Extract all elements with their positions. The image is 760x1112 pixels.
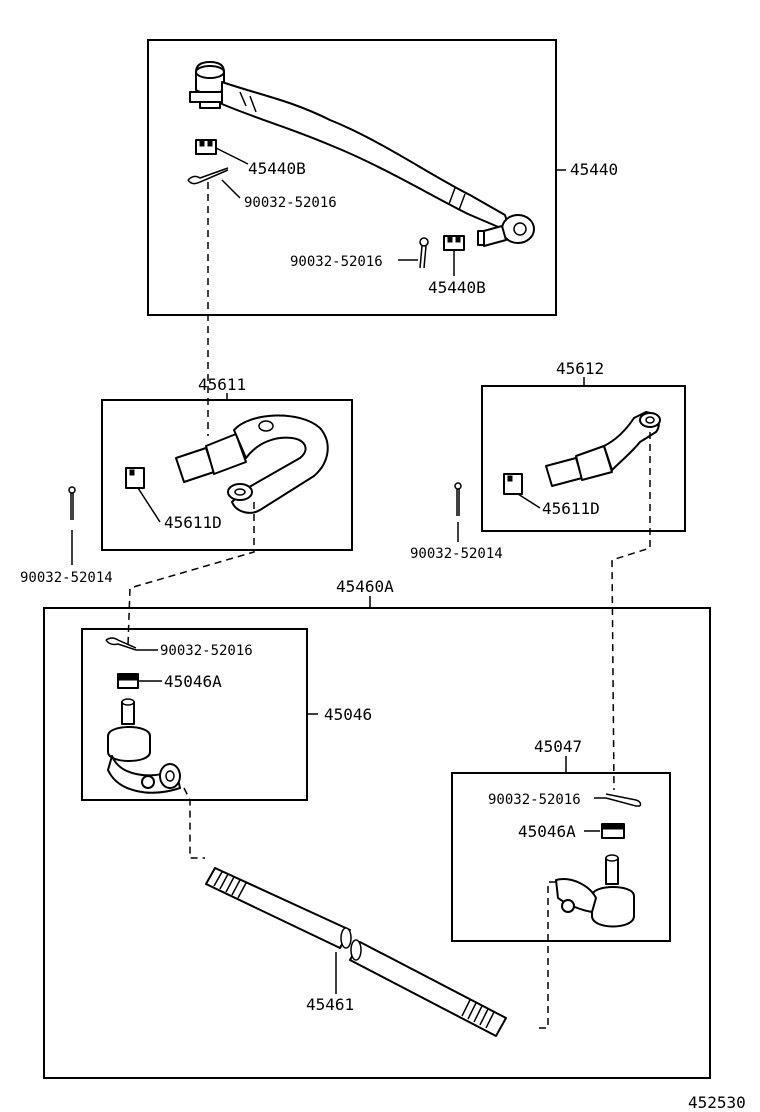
knuckle-arm-right-part xyxy=(545,411,661,487)
label-cotter-tie-rod-left: 90032-52016 xyxy=(160,643,253,659)
drag-link-box xyxy=(147,39,557,316)
label-45046: 45046 xyxy=(324,705,372,724)
tie-rod-tube-left xyxy=(205,867,352,949)
label-cotter-right-mid: 90032-52014 xyxy=(410,546,503,562)
figure-number: 452530 xyxy=(688,1093,746,1112)
castle-nut-top-right xyxy=(443,235,465,251)
label-45047: 45047 xyxy=(534,737,582,756)
cotter-pin-tie-rod-left xyxy=(105,637,137,651)
tie-rod-assy-box xyxy=(43,607,711,1079)
tie-rod-tube-right xyxy=(349,939,507,1037)
label-45611: 45611 xyxy=(198,375,246,394)
label-45046a-left: 45046A xyxy=(164,672,222,691)
castle-nut-tie-rod-right xyxy=(601,823,625,839)
label-45440: 45440 xyxy=(570,160,618,179)
label-cotter-left-mid: 90032-52014 xyxy=(20,570,113,586)
cotter-pin-top-left xyxy=(187,167,229,185)
label-cotter-tie-rod-right: 90032-52016 xyxy=(488,792,581,808)
knuckle-arm-left-part xyxy=(175,414,329,514)
cotter-pin-left-mid xyxy=(68,486,76,520)
drag-link-part xyxy=(189,61,535,247)
castle-nut-top-left xyxy=(195,139,217,155)
label-45612: 45612 xyxy=(556,359,604,378)
tie-rod-end-right-box xyxy=(451,772,671,942)
label-45460a: 45460A xyxy=(336,577,394,596)
castle-nut-knuckle-right xyxy=(503,473,523,495)
label-cotter-top-right: 90032-52016 xyxy=(290,254,383,270)
label-cotter-top-left: 90032-52016 xyxy=(244,195,337,211)
tie-rod-end-right-part xyxy=(555,854,635,928)
label-45440b-bottom: 45440B xyxy=(428,278,486,297)
label-45461: 45461 xyxy=(306,995,354,1014)
cotter-pin-top-right xyxy=(419,237,429,269)
label-45611d-left: 45611D xyxy=(164,513,222,532)
cotter-pin-tie-rod-right xyxy=(605,793,642,807)
castle-nut-tie-rod-left xyxy=(117,673,139,689)
tie-rod-end-left-part xyxy=(107,698,181,794)
cotter-pin-right-mid xyxy=(454,482,462,516)
castle-nut-knuckle-left xyxy=(125,467,145,489)
label-45440b-top: 45440B xyxy=(248,159,306,178)
label-45046a-right: 45046A xyxy=(518,822,576,841)
label-45611d-right: 45611D xyxy=(542,499,600,518)
